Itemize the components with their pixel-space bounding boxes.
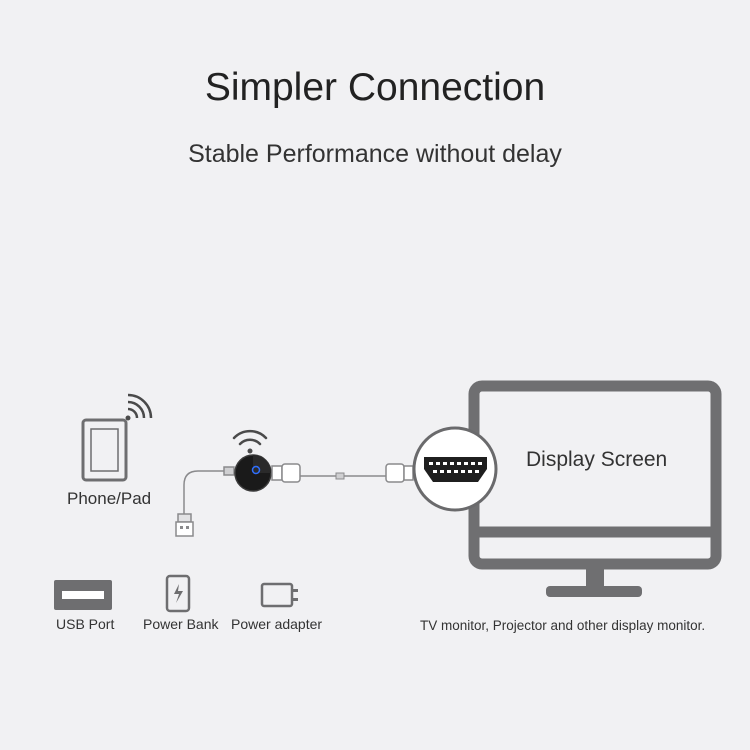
tablet-icon <box>81 418 128 482</box>
power-adapter-label: Power adapter <box>231 616 323 632</box>
display-screen-label: Display Screen <box>526 448 668 471</box>
wireless-dongle <box>234 454 272 492</box>
usb-port-icon <box>54 580 112 610</box>
usb-plug-icon <box>175 513 194 537</box>
display-monitor-icon <box>468 380 722 597</box>
wifi-icon <box>232 429 268 454</box>
power-bank-label: Power Bank <box>143 616 219 632</box>
page-subtitle: Stable Performance without delay <box>188 140 562 168</box>
display-caption: TV monitor, Projector and other display … <box>420 618 706 633</box>
page-title: Simpler Connection <box>204 66 546 109</box>
power-adapter-icon <box>260 582 298 608</box>
signal-waves-icon <box>125 393 153 421</box>
usb-power-cable <box>183 466 236 514</box>
hdmi-extension-cable <box>300 472 386 480</box>
hdmi-plug-display-side <box>385 463 414 483</box>
power-bank-icon <box>165 574 191 613</box>
phone-pad-label: Phone/Pad <box>67 489 152 508</box>
usb-port-label: USB Port <box>56 616 115 632</box>
hdmi-plug-dongle-side <box>271 463 301 483</box>
hdmi-port-icon <box>412 426 498 512</box>
